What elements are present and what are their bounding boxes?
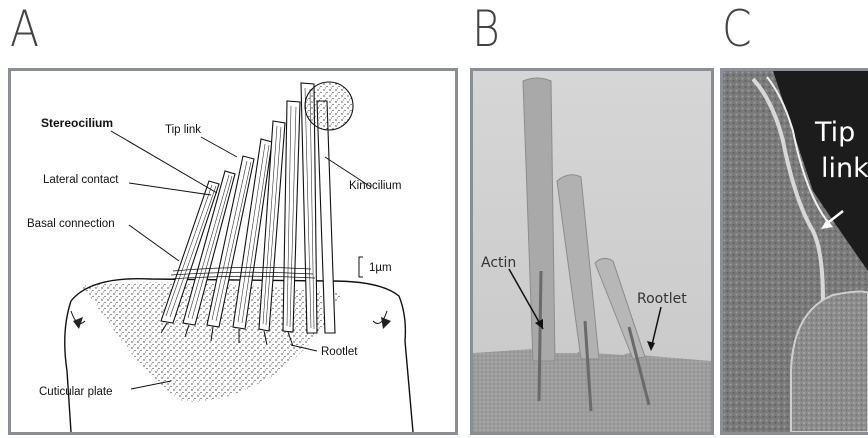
panel-b-micrograph: Actin Rootlet <box>470 68 714 435</box>
scale-bar <box>359 257 363 277</box>
cuticular-plate-shape <box>81 282 341 401</box>
label-rootlet-a: Rootlet <box>321 346 358 358</box>
panel-b-letter: B <box>472 4 500 54</box>
label-rootlet-b: Rootlet <box>637 291 687 307</box>
label-basal-connection: Basal connection <box>27 218 115 230</box>
kinocilium-bulb <box>305 82 353 130</box>
label-scale: 1µm <box>369 262 392 274</box>
label-lateral-contact: Lateral contact <box>43 174 119 186</box>
panel-a-diagram: Stereocilium Tip link Lateral contact Ki… <box>8 68 458 435</box>
panel-a-letter: A <box>10 4 39 54</box>
cell-body <box>473 349 711 433</box>
cell-outline-left <box>65 301 71 432</box>
sem-image: Tip link <box>723 71 868 432</box>
hair-bundle-drawing: Stereocilium Tip link Lateral contact Ki… <box>11 71 455 432</box>
panel-c-sem: Tip link <box>720 68 868 435</box>
panel-c-letter: C <box>722 4 752 54</box>
label-tip: Tip <box>814 117 855 148</box>
label-link: link <box>821 153 868 184</box>
label-tip-link: Tip link <box>165 124 201 136</box>
label-stereocilium: Stereocilium <box>41 116 113 130</box>
rootlet-tall <box>539 271 541 401</box>
label-actin: Actin <box>481 255 516 271</box>
tem-micrograph: Actin Rootlet <box>473 71 711 432</box>
label-cuticular-plate: Cuticular plate <box>39 386 113 398</box>
label-kinocilium: Kinocilium <box>349 180 401 192</box>
